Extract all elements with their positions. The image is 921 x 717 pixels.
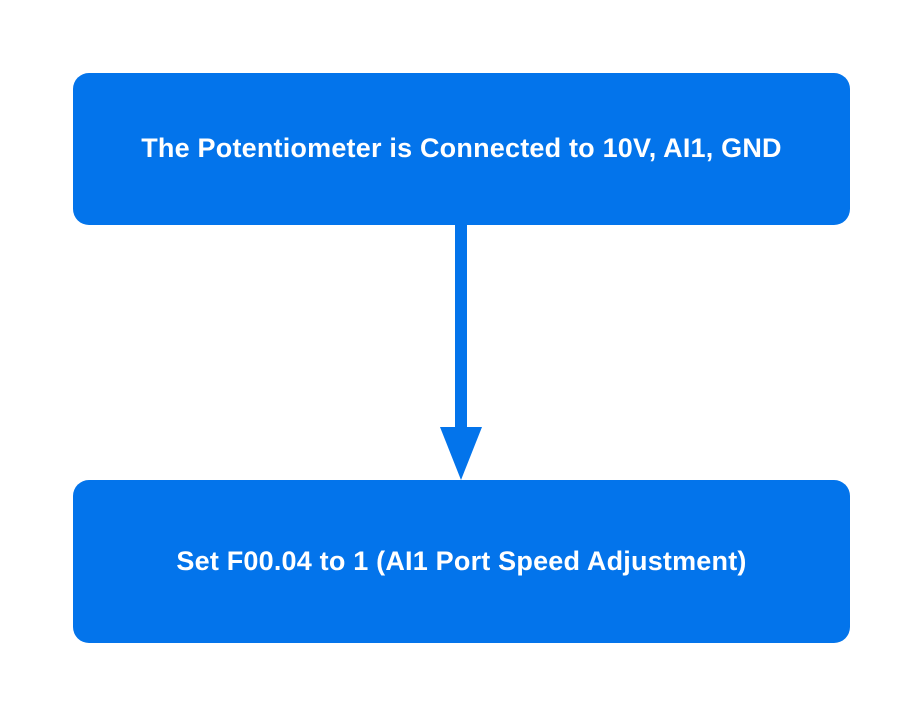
down-arrow-icon	[440, 427, 482, 480]
arrow-line	[455, 225, 467, 435]
node-step-1-label: The Potentiometer is Connected to 10V, A…	[141, 133, 782, 164]
flowchart-node-step-2: Set F00.04 to 1 (AI1 Port Speed Adjustme…	[73, 480, 850, 643]
node-step-2-label: Set F00.04 to 1 (AI1 Port Speed Adjustme…	[176, 545, 747, 576]
connector-step-1-to-step-2	[440, 225, 482, 480]
flowchart-node-step-1: The Potentiometer is Connected to 10V, A…	[73, 73, 850, 225]
